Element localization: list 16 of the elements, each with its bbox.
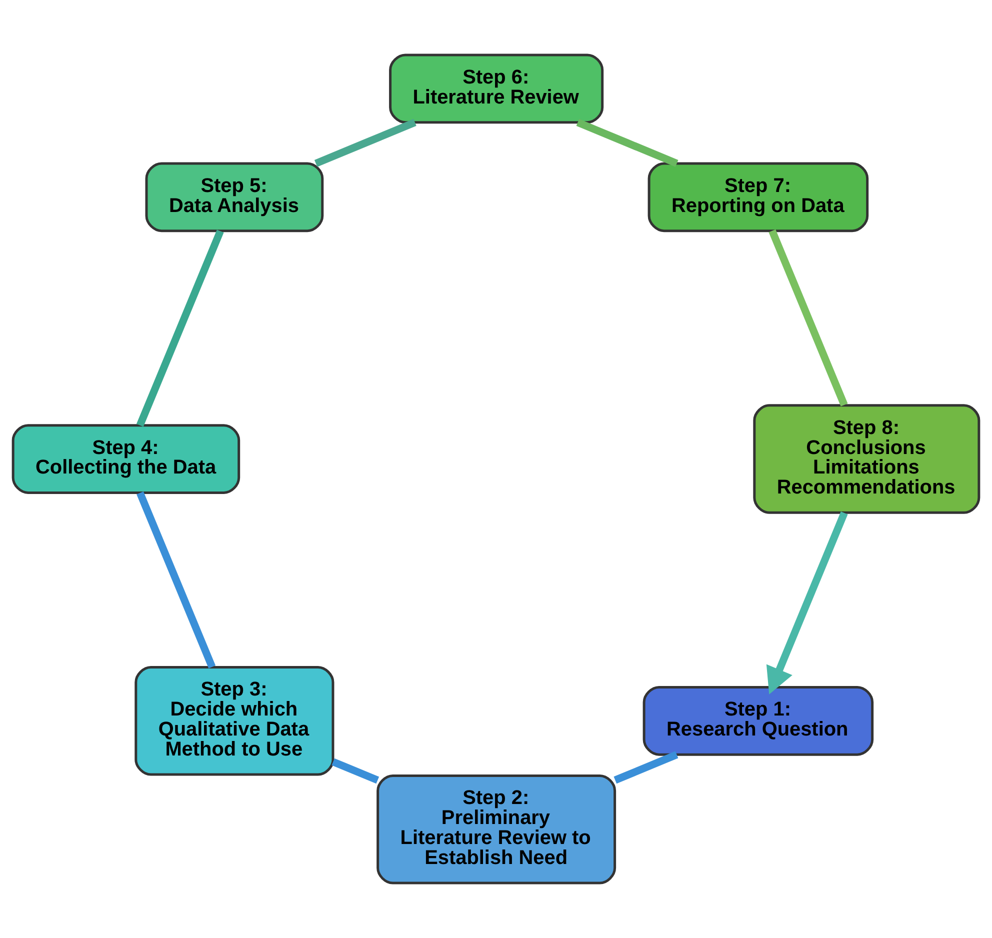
node-box: Step 1: Research Question xyxy=(642,686,874,756)
connector xyxy=(136,492,216,668)
node-box: Step 7: Reporting on Data xyxy=(648,162,869,232)
connector xyxy=(332,758,380,784)
node-box: Step 3: Decide which Qualitative Data Method to Use xyxy=(134,666,334,776)
arrow xyxy=(766,512,848,694)
node-box: Step 5: Data Analysis xyxy=(145,162,324,232)
node-box: Step 6: Literature Review xyxy=(389,54,604,124)
connector xyxy=(614,751,678,784)
node-box: Step 2: Preliminary Literature Review to Establish Need xyxy=(376,774,616,884)
connector xyxy=(136,230,224,427)
node-box: Step 4: Collecting the Data xyxy=(12,424,240,494)
connector xyxy=(768,229,848,406)
connector xyxy=(314,118,416,167)
connector xyxy=(576,118,678,167)
node-box: Step 8: Conclusions Limitations Recommendations xyxy=(753,404,980,514)
